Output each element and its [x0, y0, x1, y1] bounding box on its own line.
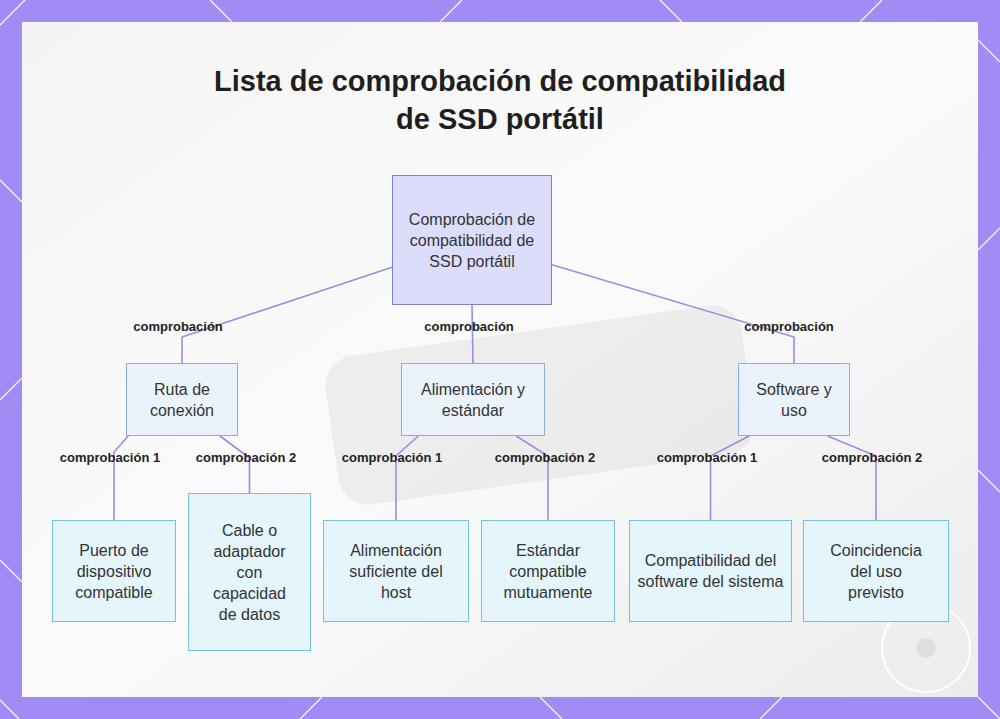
node-text: Alimentación y estándar	[408, 379, 538, 421]
connector-line	[516, 436, 548, 520]
check-box: Coincidencia del uso previsto	[803, 520, 949, 622]
edge-label: comprobación 2	[196, 450, 296, 465]
diagram-title: Lista de comprobación de compatibilidad …	[200, 62, 800, 138]
edge-label: comprobación	[424, 319, 514, 334]
node-text: Software y uso	[745, 379, 843, 421]
check-box: Cable o adaptador con capacidad de datos	[188, 493, 311, 651]
logo-mark	[916, 638, 936, 658]
edge-label: comprobación	[133, 319, 223, 334]
connector-line	[114, 436, 128, 520]
check-box: Compatibilidad del software del sistema	[629, 520, 792, 622]
edge-label: comprobación 2	[495, 450, 595, 465]
connector-line	[472, 305, 473, 363]
root-box: Comprobación de compatibilidad de SSD po…	[392, 175, 552, 305]
edge-label: comprobación 2	[822, 450, 922, 465]
node-text: Alimentación suficiente del host	[348, 540, 444, 603]
category-box: Software y uso	[738, 363, 850, 436]
node-text: Comprobación de compatibilidad de SSD po…	[407, 209, 537, 272]
connector-line	[552, 265, 794, 363]
node-text: Estándar compatible mutuamente	[488, 540, 608, 603]
edge-label: comprobación	[744, 319, 834, 334]
edge-label: comprobación 1	[60, 450, 160, 465]
category-box: Ruta de conexión	[126, 363, 238, 436]
check-box: Alimentación suficiente del host	[323, 520, 469, 622]
connector-line	[828, 436, 876, 520]
check-box: Puerto de dispositivo compatible	[52, 520, 176, 622]
connector-line	[182, 267, 392, 363]
connector-line	[220, 436, 249, 493]
inner-panel	[22, 22, 978, 697]
node-text: Cable o adaptador con capacidad de datos	[209, 520, 290, 625]
connector-line	[396, 436, 418, 520]
connector-line	[711, 436, 750, 520]
node-text: Ruta de conexión	[133, 379, 231, 421]
edge-label: comprobación 1	[657, 450, 757, 465]
node-text: Compatibilidad del software del sistema	[636, 550, 785, 592]
edge-label: comprobación 1	[342, 450, 442, 465]
node-text: Coincidencia del uso previsto	[824, 540, 928, 603]
watermark-shape	[322, 302, 759, 509]
category-box: Alimentación y estándar	[401, 363, 545, 436]
node-text: Puerto de dispositivo compatible	[59, 540, 169, 603]
check-box: Estándar compatible mutuamente	[481, 520, 615, 622]
